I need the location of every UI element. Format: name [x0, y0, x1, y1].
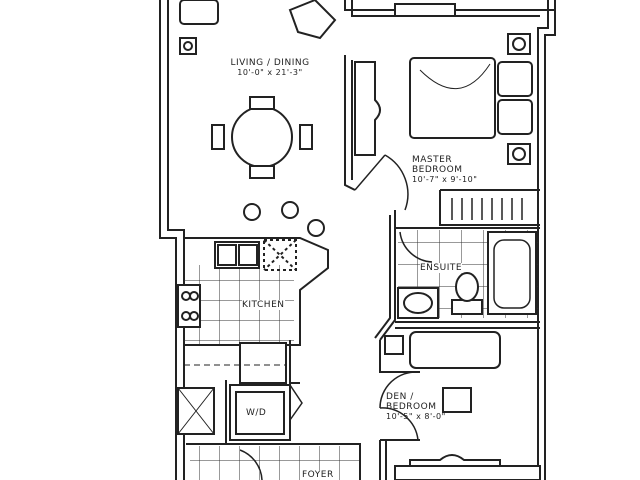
armchair	[288, 0, 337, 40]
closet-wall	[395, 189, 540, 229]
chair	[249, 96, 275, 110]
master-bedroom-label: MASTER BEDROOM 10'-7" x 9'-10"	[412, 155, 477, 185]
chair	[249, 165, 275, 179]
den-door-swing	[379, 371, 419, 441]
chair	[299, 124, 313, 150]
pillow	[497, 99, 533, 135]
kitchen-label: KITCHEN	[242, 300, 285, 310]
bedroom-wall	[344, 55, 356, 191]
master-door-swing	[354, 154, 409, 211]
sink	[403, 292, 433, 314]
dining-table	[231, 106, 293, 168]
bottom-wall	[394, 465, 541, 480]
dresser	[354, 61, 381, 156]
washer-dryer	[235, 391, 285, 435]
kitchen-counter	[184, 237, 329, 346]
room-size: 10'-7" x 9'-10"	[412, 175, 478, 184]
stove	[177, 284, 201, 328]
den-wall	[379, 321, 540, 373]
stool	[307, 219, 325, 237]
room-name: DEN /	[386, 392, 414, 402]
entry-door-swing	[239, 449, 263, 480]
room-name: LIVING / DINING	[230, 58, 310, 68]
exterior-wall-right	[537, 0, 556, 480]
ensuite-wall	[374, 210, 396, 341]
living-dining-label: LIVING / DINING 10'-0" x 21'-3"	[215, 58, 325, 78]
chair	[211, 124, 225, 150]
pillow	[497, 61, 533, 97]
exterior-wall-left	[159, 0, 185, 480]
toilet-bowl	[455, 272, 479, 302]
room-size: 10'-5" x 8'-0"	[386, 412, 446, 421]
bedroom-top-wall	[344, 0, 555, 17]
toilet-tank	[451, 299, 483, 315]
washer-dryer-label: W/D	[246, 408, 267, 418]
side-table	[384, 335, 404, 355]
stool	[243, 203, 261, 221]
den-table	[442, 387, 472, 413]
window	[394, 3, 456, 17]
laundry-door	[289, 384, 303, 421]
ensuite-label: ENSUITE	[420, 263, 463, 273]
room-name: MASTER	[412, 155, 453, 165]
fridge	[239, 342, 287, 384]
closet-rods	[451, 198, 523, 220]
nightstand	[507, 33, 531, 55]
room-name: BEDROOM	[412, 165, 463, 175]
end-table	[179, 37, 197, 55]
dishwasher	[263, 239, 297, 271]
room-size: 10'-0" x 21'-3"	[237, 68, 303, 77]
den-bedroom-label: DEN / BEDROOM 10'-5" x 8'-0"	[386, 392, 446, 422]
stool	[281, 201, 299, 219]
room-name: BEDROOM	[386, 402, 437, 412]
foyer-label: FOYER	[302, 470, 334, 480]
armchair	[179, 0, 219, 25]
sofa	[409, 331, 501, 369]
foyer-wall	[186, 443, 361, 480]
ensuite-door-swing	[399, 231, 433, 263]
nightstand	[507, 143, 531, 165]
bed	[409, 57, 496, 139]
